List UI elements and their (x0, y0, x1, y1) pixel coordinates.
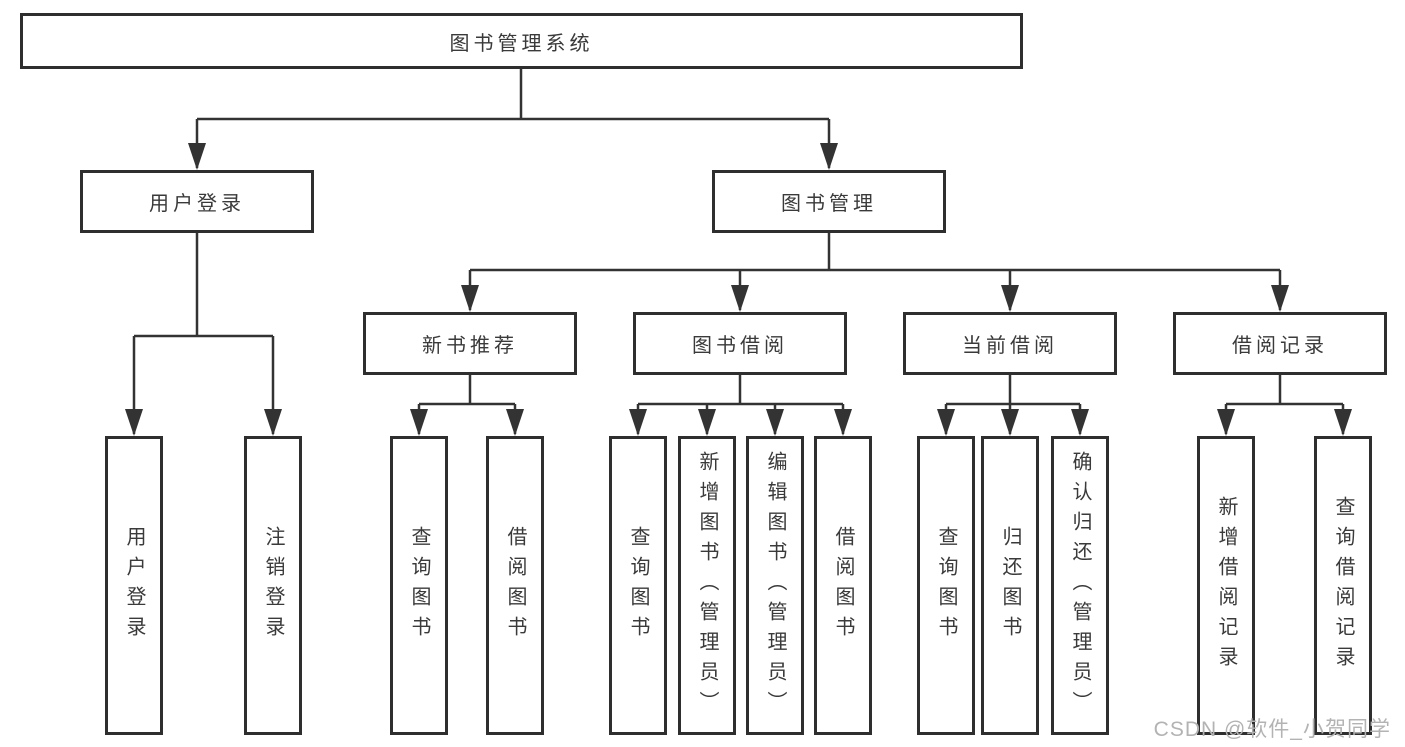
leaf-borrow-books-recommend: 借阅图书 (486, 436, 544, 735)
leaf-edit-books-admin: 编辑图书（管理员） (746, 436, 804, 735)
connector-path (132, 69, 1345, 434)
node-library-system-label: 图书管理系统 (449, 32, 594, 55)
leaf-add-books-admin: 新增图书（管理员） (678, 436, 736, 735)
arrowhead-down (766, 409, 784, 436)
leaf-add-books-admin-label: 新增图书（管理员） (696, 450, 718, 721)
watermark: CSDN @软件_小贺同学 (1153, 718, 1391, 741)
leaf-borrow-books-recommend-label: 借阅图书 (504, 525, 526, 646)
arrowhead-down (264, 409, 282, 436)
arrowhead-down (125, 409, 143, 436)
arrowhead-down (1334, 409, 1352, 436)
leaf-query-books-recommend: 查询图书 (390, 436, 448, 735)
node-book-management-label: 图书管理 (781, 193, 877, 215)
leaf-query-borrow-record: 查询借阅记录 (1314, 436, 1372, 735)
arrowhead-down (1001, 285, 1019, 312)
leaf-logout-login-label: 注销登录 (262, 525, 284, 646)
arrowhead-down (1271, 285, 1289, 312)
leaf-confirm-return-admin-label: 确认归还（管理员） (1069, 450, 1091, 721)
arrowhead-down (506, 409, 524, 436)
arrowhead-down (834, 409, 852, 436)
leaf-query-books-borrowing-label: 查询图书 (627, 525, 649, 646)
leaf-return-books-label: 归还图书 (999, 525, 1021, 646)
leaf-user-login-label: 用户登录 (123, 525, 145, 646)
arrowhead-down (731, 285, 749, 312)
arrowhead-down (1071, 409, 1089, 436)
arrowhead-down (629, 409, 647, 436)
arrowhead-down (1217, 409, 1235, 436)
node-current-borrowing: 当前借阅 (903, 312, 1117, 375)
leaf-borrow-books-borrowing-label: 借阅图书 (832, 525, 854, 646)
leaf-logout-login: 注销登录 (244, 436, 302, 735)
node-user-login-branch: 用户登录 (80, 170, 314, 233)
node-book-borrowing-label: 图书借阅 (692, 335, 788, 357)
leaf-query-books-recommend-label: 查询图书 (408, 525, 430, 646)
leaf-query-books-borrowing: 查询图书 (609, 436, 667, 735)
arrowhead-down (1001, 409, 1019, 436)
leaf-edit-books-admin-label: 编辑图书（管理员） (764, 450, 786, 721)
arrowhead-down (820, 143, 838, 170)
node-book-management: 图书管理 (712, 170, 946, 233)
leaf-query-borrow-record-label: 查询借阅记录 (1332, 495, 1354, 676)
node-borrowing-records-label: 借阅记录 (1232, 335, 1328, 357)
leaf-add-borrow-record: 新增借阅记录 (1197, 436, 1255, 735)
leaf-query-books-current-label: 查询图书 (935, 525, 957, 646)
node-new-book-recommendation-label: 新书推荐 (422, 335, 518, 357)
arrowhead-down (937, 409, 955, 436)
leaf-confirm-return-admin: 确认归还（管理员） (1051, 436, 1109, 735)
node-new-book-recommendation: 新书推荐 (363, 312, 577, 375)
leaf-borrow-books-borrowing: 借阅图书 (814, 436, 872, 735)
arrowhead-down (698, 409, 716, 436)
node-borrowing-records: 借阅记录 (1173, 312, 1387, 375)
node-book-borrowing: 图书借阅 (633, 312, 847, 375)
arrowhead-down (410, 409, 428, 436)
leaf-add-borrow-record-label: 新增借阅记录 (1215, 495, 1237, 676)
leaf-query-books-current: 查询图书 (917, 436, 975, 735)
node-current-borrowing-label: 当前借阅 (962, 335, 1058, 357)
connectors (132, 69, 1345, 434)
node-user-login-branch-label: 用户登录 (149, 193, 245, 215)
leaf-return-books: 归还图书 (981, 436, 1039, 735)
arrowhead-down (188, 143, 206, 170)
node-library-system: 图书管理系统 (20, 13, 1023, 69)
leaf-user-login: 用户登录 (105, 436, 163, 735)
arrowhead-down (461, 285, 479, 312)
